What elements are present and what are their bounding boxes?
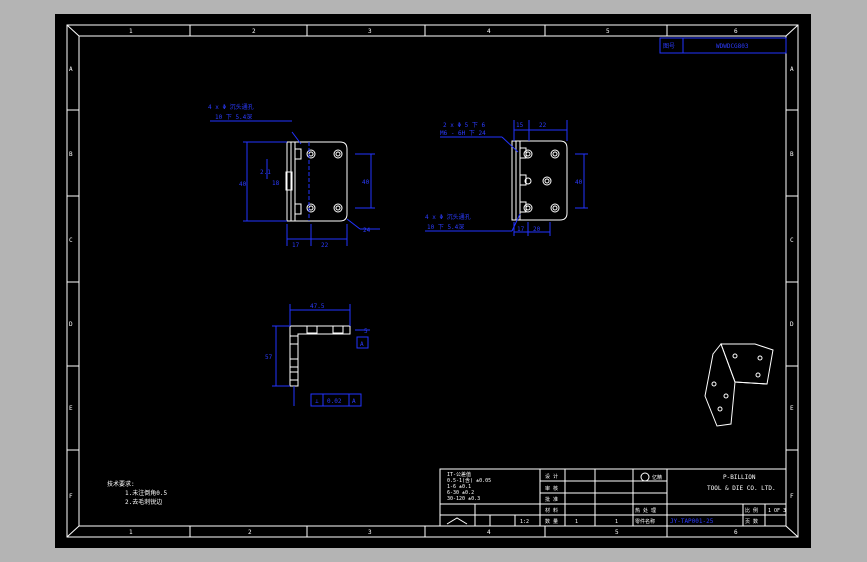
datum-a: A [360, 341, 364, 348]
top-view-b: 2 x Φ 5 下 6 M6 - 6H 下 24 4 x Φ 沉头通孔 10 下… [425, 120, 588, 236]
zone-col-b-2: 2 [248, 529, 252, 536]
side-view: 47.5 57 5 A ⊥ 0.02 A [265, 303, 370, 407]
drawing-canvas: 1 2 3 4 5 6 1 2 3 4 5 6 A B C D E F A B [66, 24, 799, 538]
tech-req-title: 技术要求: [107, 480, 135, 488]
zone-marks [67, 25, 798, 537]
zone-col-b-5: 5 [615, 529, 619, 536]
dim-side-0: 47.5 [310, 303, 325, 310]
tech-req-2: 2.去毛刺锐边 [125, 498, 162, 506]
dim-side-2: 5 [364, 328, 368, 335]
zone-col-5: 5 [606, 28, 610, 35]
dim-a-3: 40 [362, 179, 370, 186]
zone-col-3: 3 [368, 28, 372, 35]
zone-row-a: A [69, 66, 73, 73]
dim-a-1: 18 [272, 180, 280, 187]
tolerance-symbol: ⊥ [315, 398, 319, 405]
tb-label-review: 审 核 [545, 485, 558, 492]
zone-row-d: D [69, 321, 73, 328]
dim-a-5: 22 [321, 242, 329, 249]
zone-row-f: F [69, 493, 73, 500]
company-logo-text: 亿精 [652, 474, 662, 481]
tolerance-value: 0.02 [327, 398, 342, 405]
hole-note-b-2: M6 - 6H 下 24 [440, 130, 486, 137]
top-view-a: 4 x Φ 沉头通孔 10 下 5.4深 2.1 18 40 40 17 22 … [208, 103, 380, 249]
drawing-number: WDWDCG803 [716, 43, 749, 50]
dim-b-1: 22 [539, 122, 547, 129]
company-logo-icon [640, 472, 650, 482]
tb-qty-value: 1 [615, 519, 618, 525]
zone-row-a-right: A [790, 66, 794, 73]
tb-scale-value: 1:2 [520, 519, 529, 525]
tb-label-approve: 批 准 [545, 496, 558, 503]
tb-label-pages: 页 数 [745, 518, 758, 525]
dim-b-2: 40 [575, 179, 583, 186]
tb-label-design: 设 计 [545, 473, 558, 480]
dim-a-0: 2.1 [260, 169, 271, 176]
dim-a-2: 40 [239, 181, 247, 188]
dim-a-6: 24 [363, 227, 371, 234]
drawing-number-box: 图号 WDWDCG803 [659, 37, 787, 54]
tb-label-heat: 热 处 理 [635, 507, 656, 514]
outer-frame [66, 24, 799, 538]
dim-a-4: 17 [292, 242, 300, 249]
svg-text:图号: 图号 [663, 43, 675, 50]
tb-label-qty: 数 量 [545, 518, 558, 525]
isometric-view [704, 342, 774, 427]
zone-col-b-3: 3 [368, 529, 372, 536]
tolerance-datum: A [352, 398, 356, 405]
hole-note-b-3: 4 x Φ 沉头通孔 [425, 213, 471, 221]
dim-b-0: 15 [516, 122, 524, 129]
zone-row-e: E [69, 405, 73, 412]
hole-note-b-1: 2 x Φ 5 下 6 [443, 122, 486, 129]
tol-note-0: IT-公差值 [447, 471, 471, 478]
dim-b-3: 17 [517, 226, 525, 233]
tb-pages-value: 1 OF 3 [768, 508, 786, 514]
inner-frame [78, 35, 787, 527]
hole-note-a-1: 4 x Φ 沉头通孔 [208, 103, 254, 111]
zone-row-e-right: E [790, 405, 794, 412]
dim-side-1: 57 [265, 354, 273, 361]
zone-col-6: 6 [734, 28, 738, 35]
zone-row-c-right: C [790, 237, 794, 244]
hole-note-b-4: 10 下 5.4深 [427, 223, 464, 231]
tb-count-value: 1 [575, 519, 578, 525]
hole-note-a-2: 10 下 5.4深 [215, 113, 252, 121]
zone-row-c: C [69, 237, 73, 244]
zone-col-b-4: 4 [487, 529, 491, 536]
tb-label-material: 材 料 [545, 507, 558, 514]
dim-b-4: 20 [533, 226, 541, 233]
tol-note-3: 6-30 ±0.2 [447, 490, 474, 496]
zone-row-f-right: F [790, 493, 794, 500]
title-block: IT-公差值 0.5-1(含) ±0.05 1-6 ±0.1 6-30 ±0.2… [439, 468, 787, 527]
company-name-1: P-BILLION [723, 474, 756, 481]
tb-label-partname: 零件名称 [635, 518, 655, 525]
tb-label-scale: 比 例 [745, 507, 758, 514]
tech-req-1: 1.未注倒角0.5 [125, 489, 167, 497]
zone-row-b-right: B [790, 151, 794, 158]
zone-col-b-6: 6 [734, 529, 738, 536]
technical-requirements: 技术要求: 1.未注倒角0.5 2.去毛刺锐边 [107, 480, 167, 506]
tol-note-2: 1-6 ±0.1 [447, 484, 471, 490]
zone-col-2: 2 [252, 28, 256, 35]
tol-note-4: 30-120 ±0.3 [447, 496, 480, 502]
company-name-2: TOOL & DIE CO. LTD. [707, 485, 776, 492]
projection-symbol-icon [446, 517, 468, 525]
zone-row-d-right: D [790, 321, 794, 328]
drawing-sheet[interactable]: 1 2 3 4 5 6 1 2 3 4 5 6 A B C D E F A B [55, 14, 811, 548]
zone-labels: 1 2 3 4 5 6 1 2 3 4 5 6 A B C D E F A B [69, 28, 794, 536]
zone-row-b: B [69, 151, 73, 158]
zone-col-b-1: 1 [129, 529, 133, 536]
zone-col-4: 4 [487, 28, 491, 35]
tol-note-1: 0.5-1(含) ±0.05 [447, 477, 491, 484]
zone-col-1: 1 [129, 28, 133, 35]
tb-part-code: JY-TAP001-25 [670, 518, 714, 525]
